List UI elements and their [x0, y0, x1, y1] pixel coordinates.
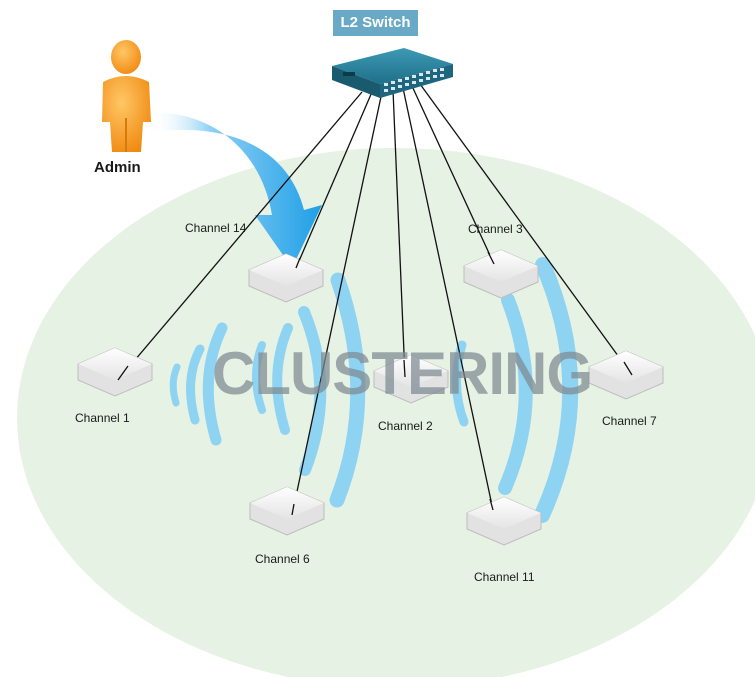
access-point-icon-ch11 [466, 496, 542, 546]
access-point-icon-ch7 [588, 350, 664, 400]
cluster-area [17, 148, 755, 677]
ap-label-ch14: Channel 14 [185, 221, 247, 235]
switch-icon [332, 48, 453, 98]
ap-label-ch6: Channel 6 [255, 552, 310, 566]
ap-label-ch3: Channel 3 [468, 222, 523, 236]
clustering-title: CLUSTERING [212, 340, 593, 407]
ap-label-ch2: Channel 2 [378, 419, 433, 433]
ap-label-ch7: Channel 7 [602, 414, 657, 428]
ap-label-ch1: Channel 1 [75, 411, 130, 425]
signal-wave-icon [169, 272, 366, 508]
access-point-icon-ch14 [248, 253, 324, 303]
access-point-icon-ch1 [77, 347, 153, 397]
person-icon [102, 40, 151, 152]
access-point-icon-ch6 [249, 486, 325, 536]
ap-label-ch11: Channel 11 [474, 570, 535, 584]
access-point-icon-ch3 [463, 249, 539, 299]
network-cables [117, 83, 633, 516]
admin-label: Admin [94, 159, 141, 176]
switch-label: L2 Switch [333, 10, 418, 36]
cable-ends [117, 251, 633, 516]
curved-arrow-icon [150, 112, 322, 268]
access-point-icon-ch2 [373, 354, 449, 404]
